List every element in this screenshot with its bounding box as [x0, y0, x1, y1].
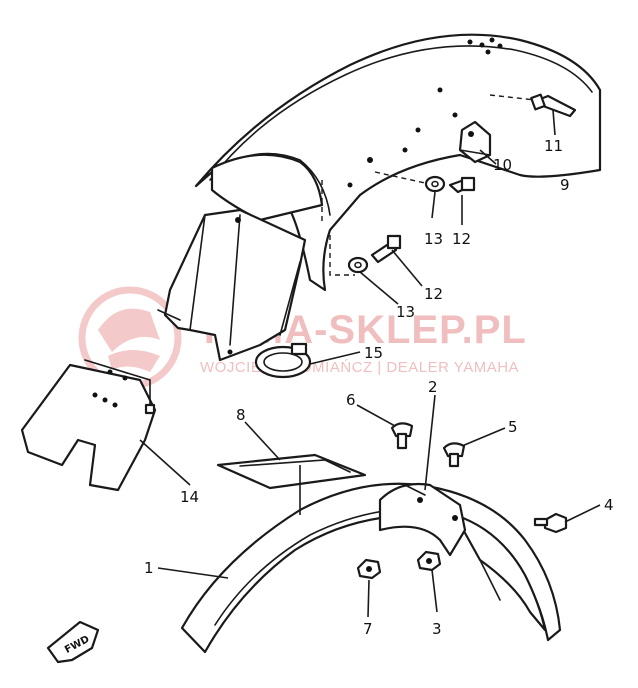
washer-13a: [424, 175, 446, 193]
callout-6: 6: [346, 391, 356, 409]
callout-12a: 12: [452, 230, 471, 248]
callout-4: 4: [604, 496, 614, 514]
clamp-band-15: [254, 342, 312, 379]
fender-strip-8: [216, 453, 367, 490]
nut-3: [416, 550, 442, 572]
callout-8: 8: [236, 406, 246, 424]
leader-lines: [139, 109, 601, 618]
callout-13a: 13: [424, 230, 443, 248]
callout-5: 5: [508, 418, 518, 436]
nut-7: [356, 558, 382, 580]
callout-15: 15: [364, 344, 383, 362]
callout-1: 1: [144, 559, 154, 577]
washer-13b: [347, 256, 369, 274]
screw-6: [390, 422, 414, 450]
rear-fender: [194, 33, 602, 292]
callout-2: 2: [428, 378, 438, 396]
callout-9: 9: [560, 176, 570, 194]
callout-12b: 12: [424, 285, 443, 303]
bolt-12a: [448, 176, 476, 194]
fender-stay-2: [378, 482, 467, 557]
callout-13b: 13: [396, 303, 415, 321]
rear-flap-bracket: [157, 208, 307, 362]
callout-7: 7: [363, 620, 373, 638]
callout-11: 11: [544, 137, 563, 155]
bolt-4: [533, 512, 568, 534]
callout-14: 14: [180, 488, 199, 506]
bolt-11: [530, 93, 577, 118]
fwd-arrow-icon: FWD: [46, 620, 100, 664]
front-fender-1: [180, 482, 562, 654]
callout-3: 3: [432, 620, 442, 638]
callouts: 1 2 3 4 5 6 7 8 9 10 11 12 12 13 13 14 1…: [144, 137, 614, 638]
watermark-subtitle: WOJCIECH ROMIAŃCZ | DEALER YAMAHA: [200, 359, 519, 376]
bolt-12b: [370, 234, 402, 264]
callout-10: 10: [493, 156, 512, 174]
mud-flap-14: [20, 359, 157, 492]
screw-5: [442, 442, 466, 468]
